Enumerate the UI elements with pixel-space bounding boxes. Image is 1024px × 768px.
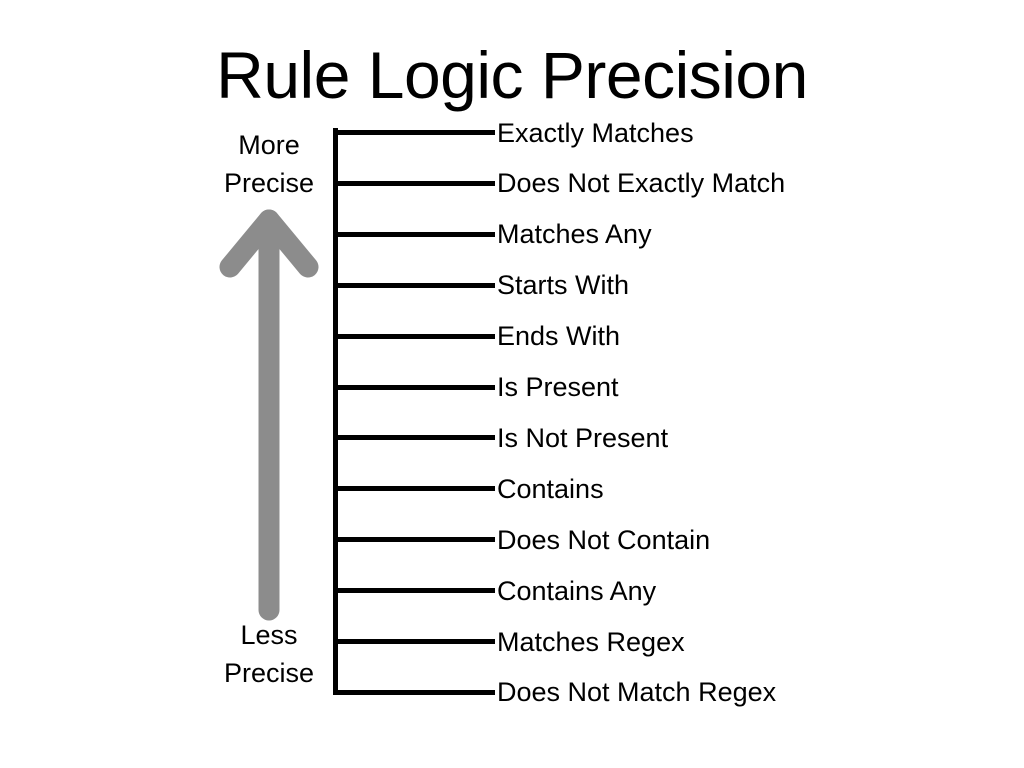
ladder-item-label: Does Not Exactly Match (497, 168, 786, 199)
ladder-rung (333, 537, 495, 543)
ladder-item-label: Exactly Matches (497, 117, 694, 148)
axis-caption-more-line2: Precise (223, 168, 315, 198)
ladder-item-label: Does Not Match Regex (497, 677, 777, 708)
ladder-item-label: Does Not Contain (497, 524, 711, 555)
axis-caption-more-precise: More Precise (196, 126, 342, 202)
ladder-item-label: Matches Any (497, 219, 652, 250)
ladder-item-label: Ends With (497, 321, 621, 352)
ladder-rung (333, 180, 495, 186)
axis-caption-more-line1: More (238, 130, 300, 160)
ladder-rung (333, 231, 495, 237)
precision-axis: More Precise Less Precise (196, 126, 342, 692)
ladder-rung (333, 639, 495, 644)
ladder-spine (333, 128, 338, 690)
ladder-item-label: Is Not Present (497, 422, 669, 453)
ladder-item-label: Contains (497, 473, 604, 504)
ladder-rung (333, 130, 495, 135)
axis-caption-less-precise: Less Precise (196, 616, 342, 692)
page-title: Rule Logic Precision (216, 38, 808, 112)
ladder-item-label: Matches Regex (497, 626, 685, 657)
ladder-item-label: Starts With (497, 270, 630, 301)
ladder-rung (333, 435, 495, 441)
ladder-rung (333, 333, 495, 339)
axis-caption-less-line2: Precise (223, 658, 315, 688)
ladder-rung (333, 282, 495, 288)
axis-caption-less-line1: Less (240, 620, 298, 650)
ladder-rung (333, 384, 495, 390)
ladder-item-label: Is Present (497, 372, 619, 402)
ladder-rung (333, 588, 495, 594)
ladder-rung (333, 689, 495, 695)
ladder-rung (333, 486, 495, 492)
ladder-item-label: Contains Any (497, 575, 657, 606)
arrow-up-icon (219, 209, 319, 621)
